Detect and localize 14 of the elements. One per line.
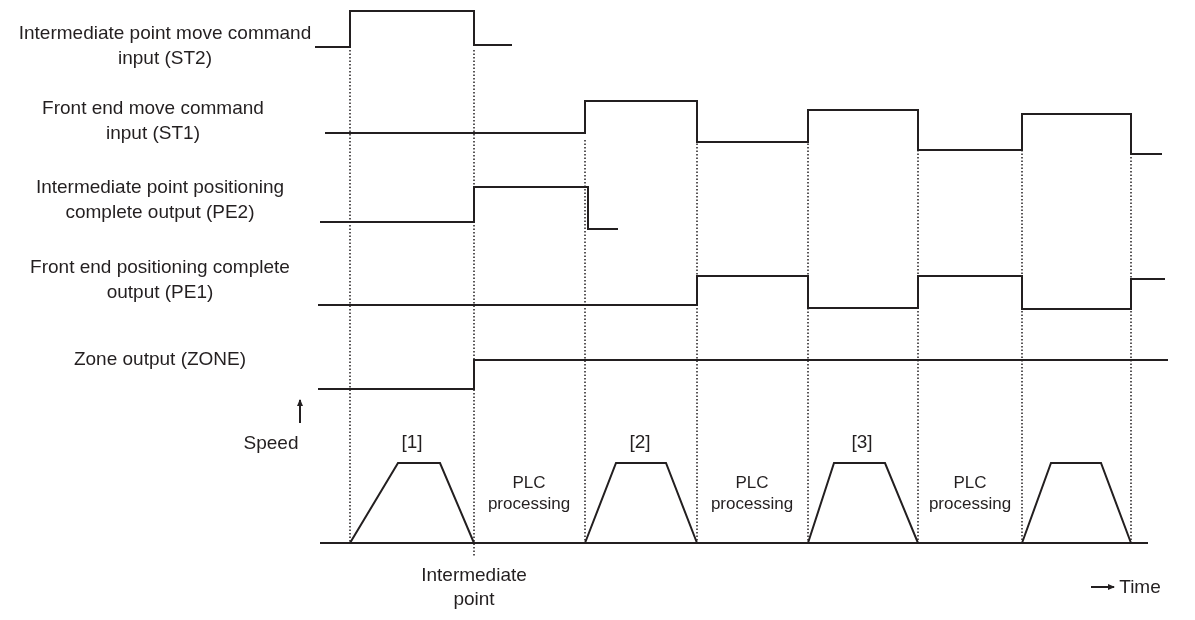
signal-name: Intermediate point move command input (ST2) — [17, 21, 313, 70]
phase-number: [1] — [400, 430, 424, 454]
signal-name: Intermediate point positioning complete output (PE2) — [34, 175, 286, 224]
phase-label: PLC processing — [486, 472, 572, 514]
phase-label: PLC processing — [709, 472, 795, 514]
point-label: Intermediate point — [420, 563, 528, 611]
phase-number: [3] — [850, 430, 874, 454]
phase-label: PLC processing — [927, 472, 1013, 514]
phase-number: [2] — [628, 430, 652, 454]
signal-name: Front end move command input (ST1) — [41, 96, 265, 145]
signal-name: Front end positioning complete output (PE1) — [30, 255, 290, 304]
signal-name: Zone output (ZONE) — [72, 347, 248, 371]
axis-label: Speed — [242, 431, 300, 455]
axis-label: Time — [1118, 575, 1162, 599]
